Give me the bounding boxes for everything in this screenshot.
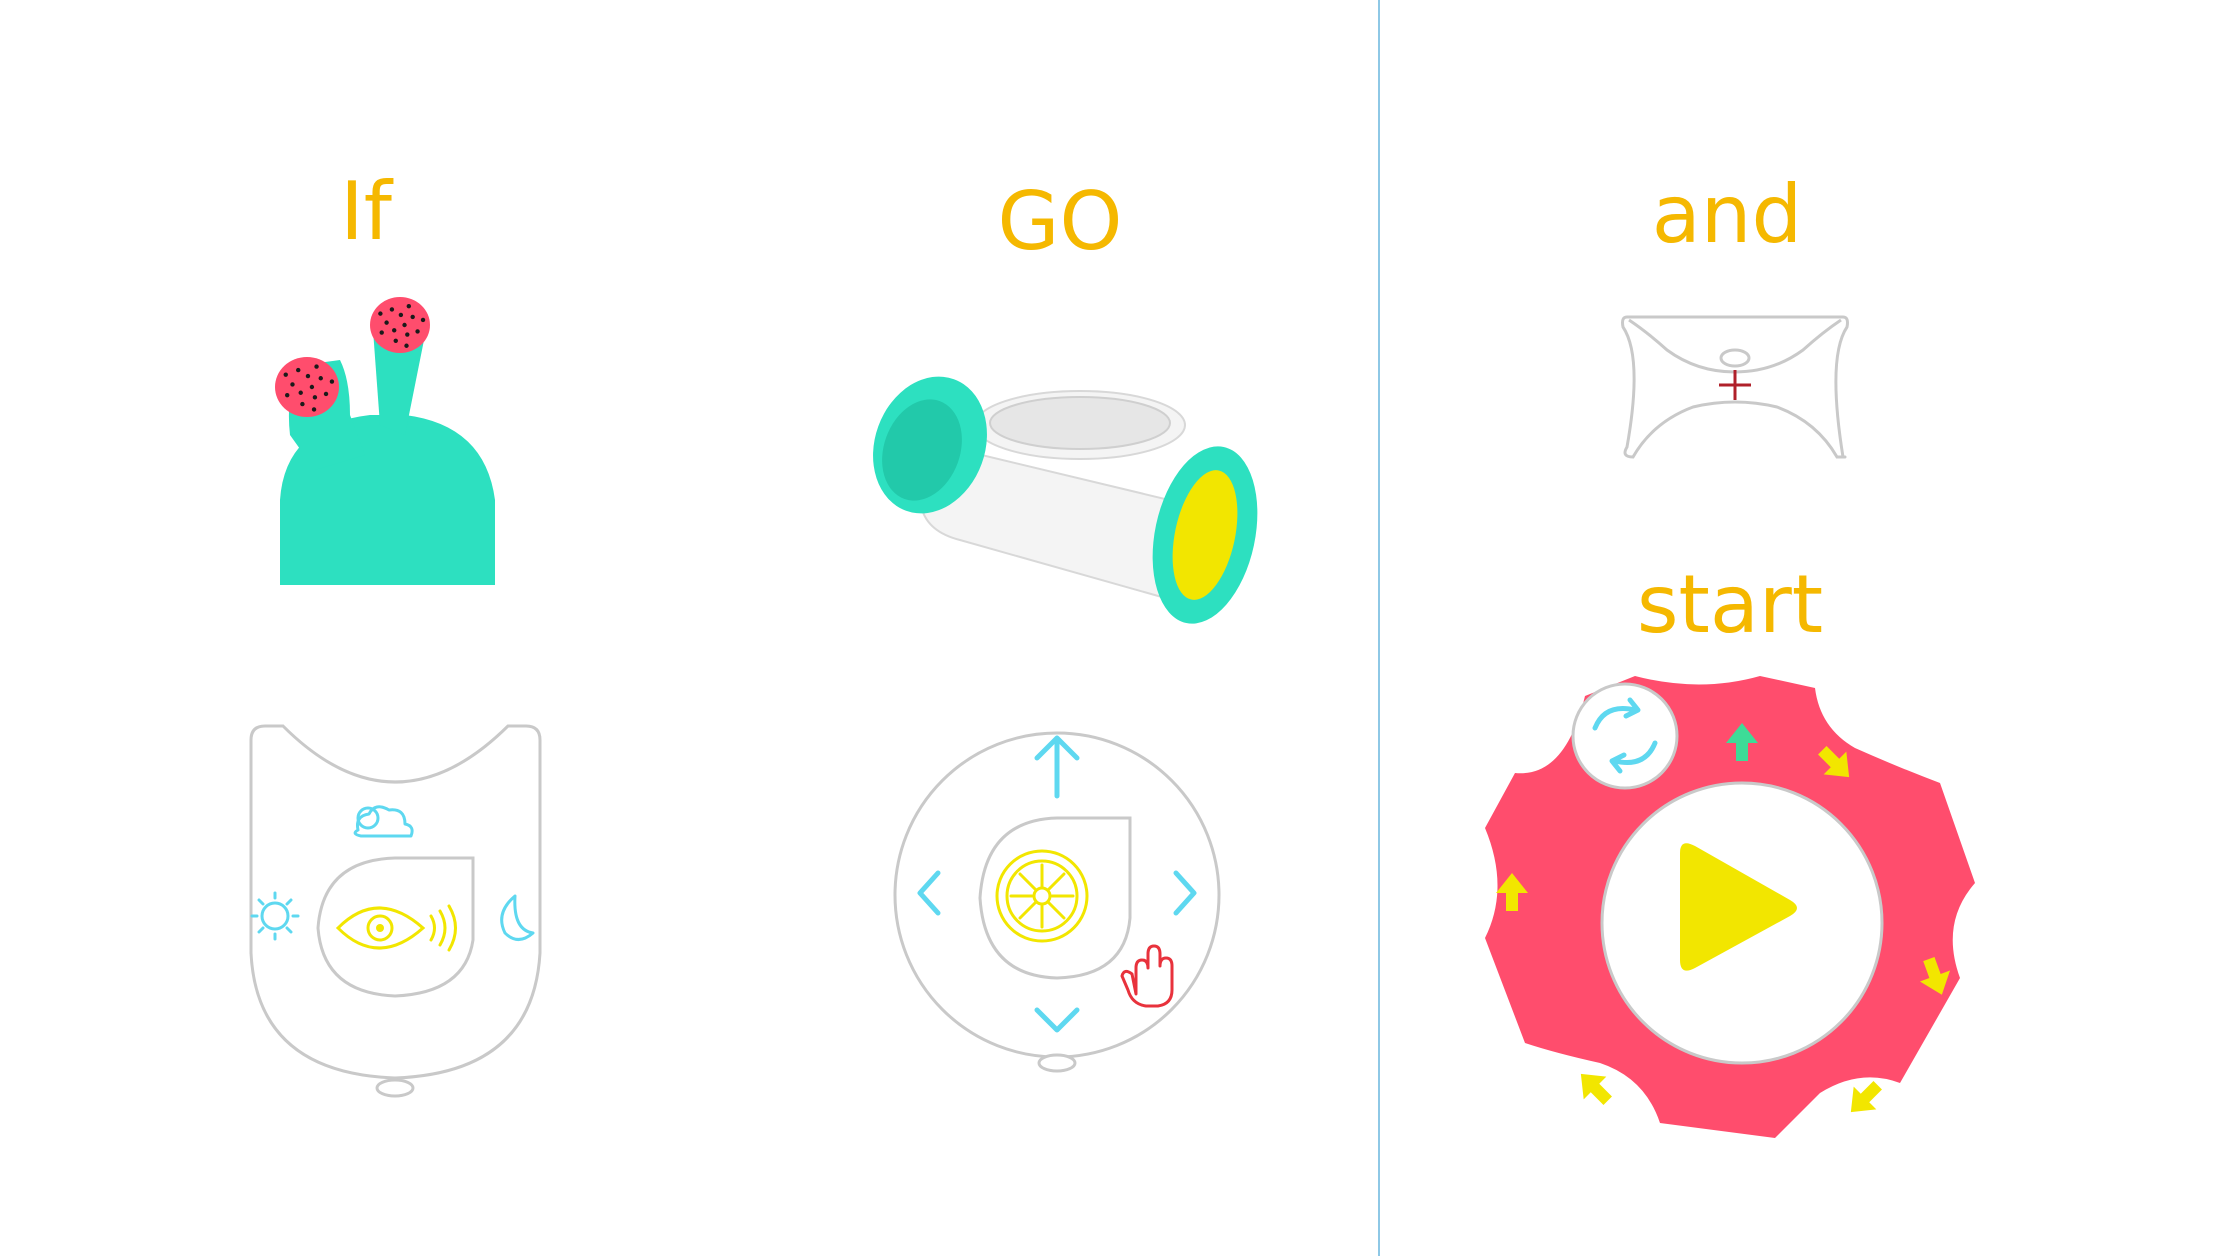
seed-dot [384, 320, 389, 325]
seed-dot [318, 376, 323, 381]
if-sensor-panel[interactable] [243, 718, 548, 1103]
arrow-icon[interactable] [1496, 873, 1528, 911]
column-divider [1378, 0, 1380, 1256]
seed-dot [290, 382, 295, 387]
arrow-icon[interactable] [1570, 1063, 1619, 1112]
seed-dot [314, 364, 319, 369]
seed-dot [298, 390, 303, 395]
seed-dot [312, 395, 318, 400]
seed-dot [410, 314, 415, 320]
sun-icon [250, 891, 300, 941]
hand-stop-icon[interactable] [1120, 944, 1174, 1008]
seed-dot [420, 317, 426, 323]
seed-dot [379, 330, 384, 335]
wheel-button[interactable] [978, 816, 1132, 980]
seed-dot [323, 391, 329, 397]
arrow-icon [1496, 723, 1957, 1123]
and-label: and [1651, 168, 1803, 261]
seed-dot [329, 379, 335, 384]
arrow-right-icon[interactable] [1173, 870, 1197, 916]
wheel-icon [995, 849, 1089, 943]
start-label: start [1636, 558, 1824, 651]
eye-icon [335, 904, 457, 952]
arrow-icon[interactable] [1914, 954, 1957, 1001]
arrow-left-icon[interactable] [917, 870, 941, 916]
seed-dot [404, 343, 409, 348]
go-label: GO [997, 175, 1123, 268]
repeat-icon[interactable] [1571, 682, 1679, 790]
seed-dot [305, 373, 311, 379]
seed-dot [378, 311, 383, 316]
go-direction-panel[interactable] [890, 728, 1225, 1078]
eye-sensor-button[interactable] [316, 856, 475, 998]
plus-connector-icon[interactable] [1617, 312, 1853, 462]
arrow-icon[interactable] [1840, 1074, 1889, 1123]
wheel-axle-icon[interactable] [860, 365, 1280, 635]
start-dial[interactable] [1470, 668, 1985, 1138]
seed-dot [300, 401, 305, 407]
seed-dot [405, 332, 410, 337]
seed-dot [311, 407, 317, 412]
seed-dot [389, 307, 395, 312]
seed-dot [402, 322, 407, 328]
if-label: If [340, 165, 392, 258]
moon-icon [500, 894, 535, 941]
seed-dot [398, 312, 404, 318]
play-icon[interactable] [1680, 843, 1797, 971]
seed-dot [392, 328, 397, 333]
seed-dot [285, 392, 290, 398]
seed-dot [406, 303, 412, 309]
seed-dot [283, 372, 288, 377]
cloud-sun-icon [353, 805, 414, 838]
seed-dot [415, 329, 420, 334]
bunny-ear-sensor-icon[interactable] [255, 285, 515, 595]
seed-dot [296, 367, 301, 373]
arrow-down-icon[interactable] [1034, 1007, 1080, 1033]
arrow-icon[interactable] [1811, 739, 1860, 788]
seed-dot [309, 384, 315, 390]
arrow-icon[interactable] [1726, 723, 1758, 761]
seed-dot [393, 338, 398, 343]
arrow-up-icon[interactable] [1034, 735, 1080, 799]
